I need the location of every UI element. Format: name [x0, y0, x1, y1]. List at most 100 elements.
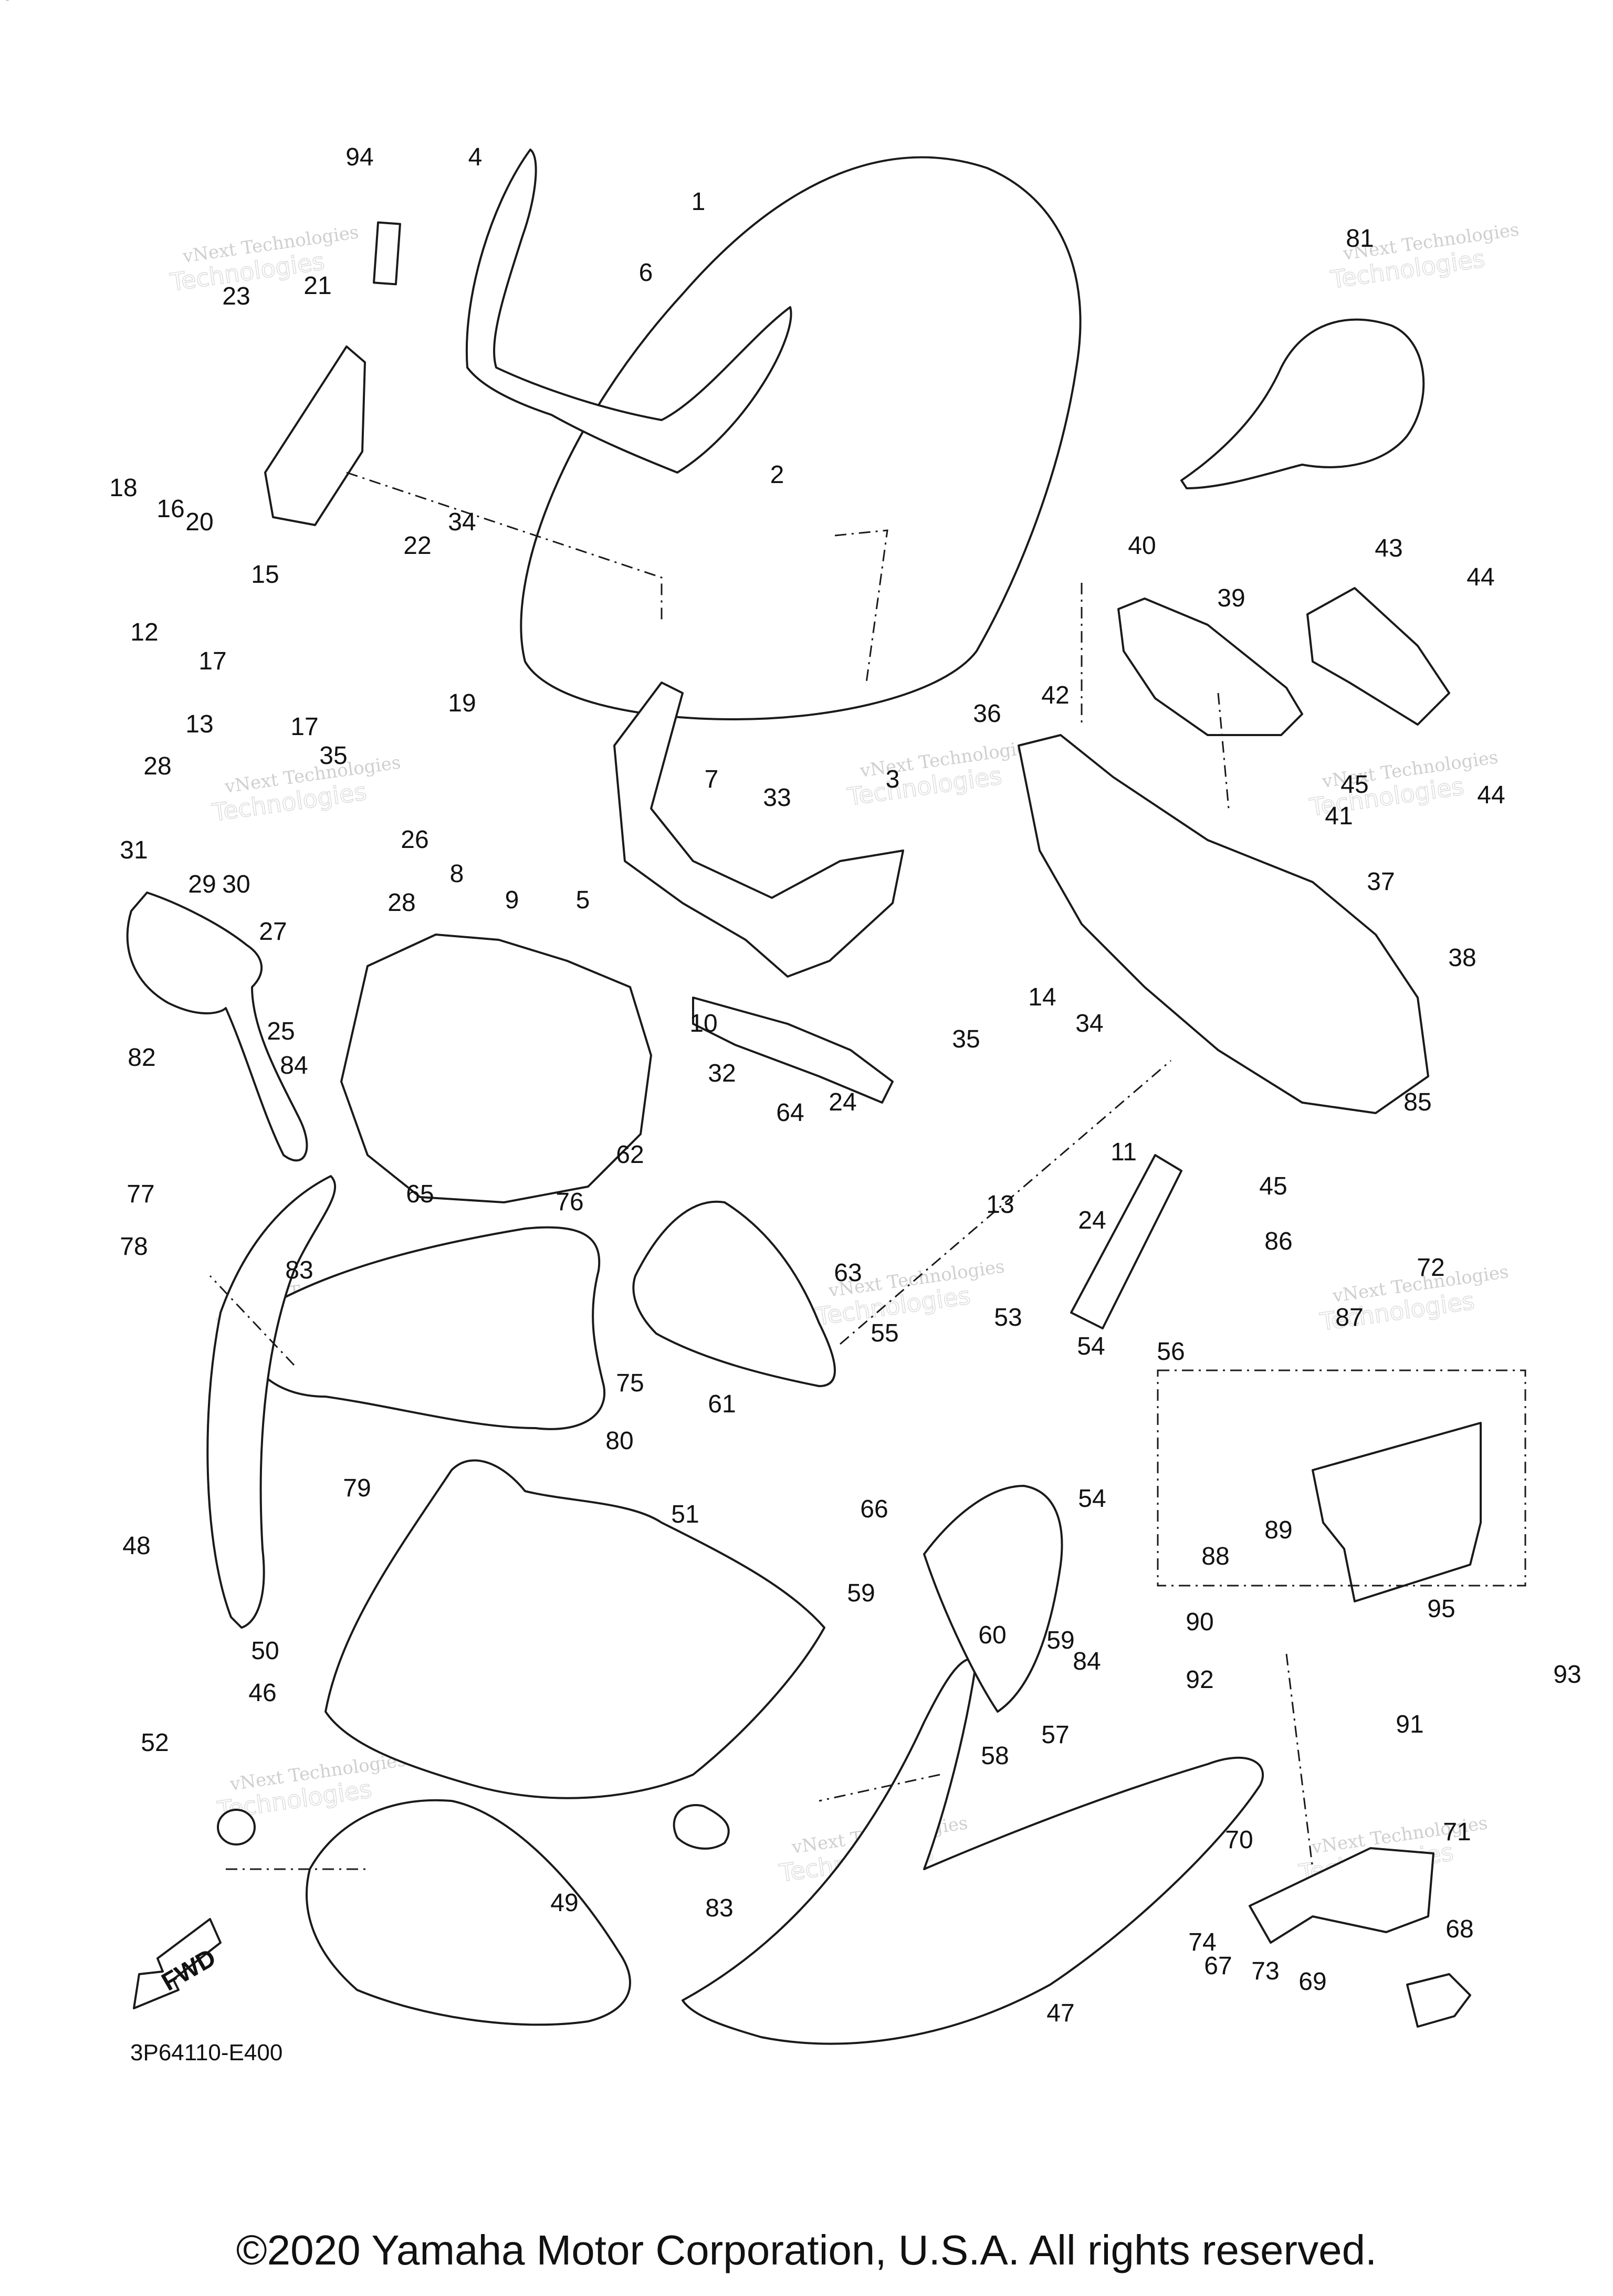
callout-74: 74	[1188, 1928, 1216, 1956]
callout-67: 67	[1204, 1952, 1232, 1980]
callout-15: 15	[251, 561, 279, 589]
callout-93: 93	[1553, 1661, 1581, 1689]
callout-17: 17	[290, 713, 318, 741]
callout-69: 69	[1298, 1968, 1326, 1996]
callout-50: 50	[251, 1637, 279, 1665]
callout-38: 38	[1448, 944, 1476, 972]
callout-43: 43	[1375, 534, 1402, 562]
callout-25: 25	[267, 1018, 295, 1045]
caution-label	[373, 221, 401, 286]
bracket-lower	[692, 997, 894, 1104]
callout-82: 82	[128, 1044, 155, 1072]
callout-24: 24	[829, 1088, 856, 1116]
callout-21: 21	[303, 272, 331, 300]
callout-28: 28	[387, 889, 415, 917]
callout-32: 32	[708, 1060, 736, 1087]
lower-cowl	[306, 1799, 631, 2026]
side-trim-left	[206, 1175, 337, 1629]
callout-35: 35	[952, 1025, 980, 1053]
bracket-68	[1406, 1973, 1471, 2028]
callout-70: 70	[1225, 1826, 1253, 1854]
document-code: 3P64110-E400	[130, 2040, 283, 2066]
inner-cover	[240, 1226, 606, 1430]
callout-33: 33	[763, 784, 791, 812]
cap-52	[217, 1809, 256, 1846]
fwd-arrow-icon: FWD	[133, 1918, 222, 2009]
accessory-box	[1312, 1422, 1482, 1602]
callout-59: 59	[847, 1579, 875, 1607]
callout-94: 94	[345, 143, 373, 171]
deflector-visor	[465, 149, 792, 474]
callout-54: 54	[1078, 1485, 1106, 1513]
callout-59: 59	[1046, 1627, 1074, 1654]
main-stay	[1018, 734, 1429, 1114]
callout-72: 72	[1417, 1254, 1444, 1282]
windshield	[520, 156, 1082, 720]
meter-cover	[1117, 597, 1303, 736]
callout-57: 57	[1041, 1721, 1069, 1749]
callout-83: 83	[705, 1894, 733, 1922]
callout-52: 52	[141, 1729, 169, 1757]
callout-14: 14	[1028, 983, 1056, 1011]
callout-65: 65	[406, 1180, 434, 1208]
callout-29: 29	[188, 871, 216, 898]
callout-78: 78	[120, 1233, 148, 1261]
callout-36: 36	[973, 700, 1001, 728]
callout-8: 8	[450, 860, 464, 888]
grille	[1306, 587, 1450, 726]
callout-91: 91	[1396, 1711, 1423, 1738]
callout-layer: 1234567891011121313141516171718192021222…	[0, 0, 1581, 2027]
callout-3: 3	[886, 766, 900, 793]
callout-95: 95	[1427, 1595, 1455, 1623]
callout-37: 37	[1367, 868, 1395, 896]
inner-panel	[923, 1485, 1063, 1713]
callout-61: 61	[708, 1390, 736, 1418]
callout-60: 60	[978, 1621, 1006, 1649]
callout-83: 83	[285, 1256, 313, 1284]
callout-77: 77	[127, 1180, 154, 1208]
callout-73: 73	[1251, 1957, 1279, 1985]
callout-9: 9	[505, 886, 519, 914]
callout-18: 18	[109, 474, 137, 502]
callout-53: 53	[994, 1304, 1022, 1332]
callout-92: 92	[1186, 1666, 1213, 1694]
callout-28: 28	[143, 752, 171, 780]
callout-40: 40	[1128, 532, 1156, 560]
callout-31: 31	[120, 836, 148, 864]
callout-63: 63	[834, 1259, 862, 1287]
callout-47: 47	[1046, 1999, 1074, 2027]
callout-49: 49	[550, 1889, 578, 1917]
callout-22: 22	[403, 532, 431, 560]
callout-46: 46	[248, 1679, 276, 1707]
callout-90: 90	[1186, 1608, 1213, 1636]
callout-66: 66	[860, 1495, 888, 1523]
callout-68: 68	[1446, 1915, 1473, 1943]
callout-26: 26	[401, 826, 428, 854]
callout-41: 41	[1325, 802, 1353, 830]
callout-39: 39	[1217, 584, 1245, 612]
callout-13: 13	[986, 1191, 1014, 1219]
callout-86: 86	[1264, 1228, 1292, 1255]
callout-88: 88	[1201, 1543, 1229, 1570]
callout-84: 84	[1073, 1648, 1101, 1675]
callout-56: 56	[1157, 1338, 1185, 1366]
callout-48: 48	[122, 1532, 150, 1560]
bracket-67	[1249, 1847, 1434, 1944]
callout-84: 84	[280, 1052, 308, 1079]
callout-17: 17	[198, 647, 226, 675]
callout-13: 13	[185, 710, 213, 738]
callout-2: 2	[770, 461, 784, 489]
accessory-kit-frame	[1157, 1369, 1526, 1587]
callout-76: 76	[556, 1188, 583, 1216]
bracket-stay	[613, 682, 904, 978]
callout-16: 16	[156, 495, 184, 523]
callout-11: 11	[1111, 1138, 1137, 1166]
rubber-83	[673, 1804, 730, 1850]
callout-35: 35	[319, 742, 347, 770]
callout-71: 71	[1443, 1818, 1471, 1846]
mirror-right	[1180, 318, 1425, 489]
callout-6: 6	[639, 259, 653, 287]
callout-34: 34	[1075, 1010, 1103, 1037]
callout-20: 20	[185, 508, 213, 536]
rubber-strip	[1070, 1154, 1182, 1329]
